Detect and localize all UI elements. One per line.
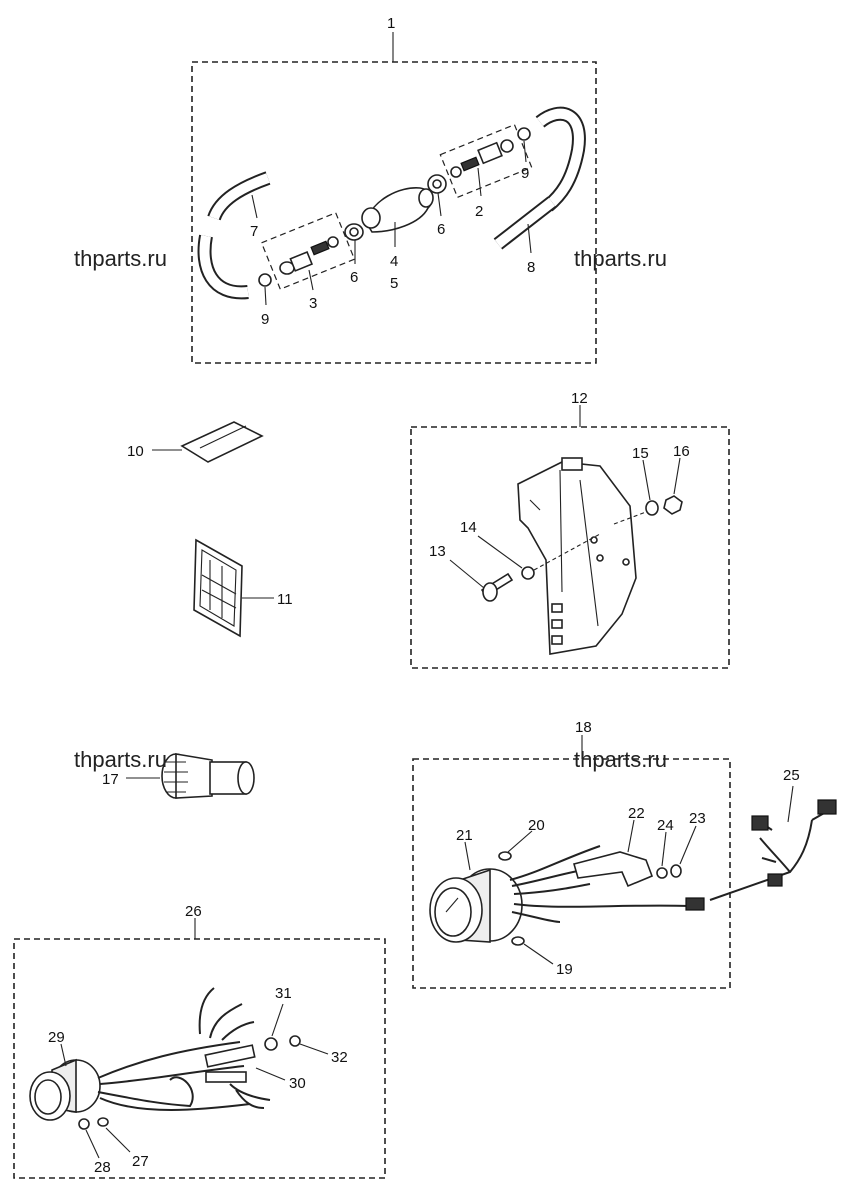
callout-21: 21 bbox=[456, 827, 473, 844]
clamp-9-left bbox=[258, 273, 272, 287]
fuel-line-box bbox=[191, 61, 597, 364]
fuel-line-group bbox=[191, 32, 597, 364]
nut-32 bbox=[289, 1035, 301, 1047]
nut-23 bbox=[670, 864, 682, 878]
callout-2: 2 bbox=[475, 203, 483, 220]
watermark-2: thparts.ru bbox=[574, 246, 667, 271]
callout-11: 11 bbox=[277, 591, 293, 608]
harness-25 bbox=[709, 811, 827, 901]
callout-13: 13 bbox=[429, 543, 446, 560]
watermark-1: thparts.ru bbox=[74, 246, 167, 271]
callout-28: 28 bbox=[94, 1159, 111, 1176]
callout-3: 3 bbox=[309, 295, 317, 312]
bracket-22 bbox=[573, 851, 654, 888]
washer-14 bbox=[521, 566, 535, 580]
hose-fitting-17 bbox=[126, 753, 255, 799]
callout-8: 8 bbox=[527, 259, 535, 276]
callout-17: 17 bbox=[102, 771, 119, 788]
connector-2-box bbox=[439, 123, 533, 199]
nut-16 bbox=[663, 495, 683, 515]
callout-12: 12 bbox=[571, 390, 588, 407]
washer-31 bbox=[264, 1037, 278, 1051]
callout-25: 25 bbox=[783, 767, 800, 784]
callout-9a: 9 bbox=[261, 311, 269, 328]
callout-22: 22 bbox=[628, 805, 645, 822]
callout-20: 20 bbox=[528, 817, 545, 834]
gauge-box bbox=[13, 938, 386, 1179]
watermark-4: thparts.ru bbox=[574, 747, 667, 772]
callout-29: 29 bbox=[48, 1029, 65, 1046]
gauge-group bbox=[13, 918, 386, 1179]
callout-18: 18 bbox=[575, 719, 592, 736]
washer-24 bbox=[656, 867, 668, 879]
label-card-11 bbox=[193, 538, 274, 638]
callout-5: 5 bbox=[390, 275, 398, 292]
callout-15: 15 bbox=[632, 445, 649, 462]
callout-23: 23 bbox=[689, 810, 706, 827]
pouch-10 bbox=[152, 421, 264, 463]
bracket-30 bbox=[204, 1044, 256, 1068]
tach-box bbox=[412, 758, 731, 989]
clip-28 bbox=[78, 1118, 90, 1130]
callout-6a: 6 bbox=[350, 269, 358, 286]
watermark-3: thparts.ru bbox=[74, 747, 167, 772]
bracket-group bbox=[410, 405, 730, 669]
callout-19: 19 bbox=[556, 961, 573, 978]
callout-30: 30 bbox=[289, 1075, 306, 1092]
callout-4: 4 bbox=[390, 253, 398, 270]
tach-group bbox=[412, 735, 837, 989]
bracket-12 bbox=[517, 461, 637, 655]
callout-10: 10 bbox=[127, 443, 144, 460]
callout-14: 14 bbox=[460, 519, 477, 536]
callout-7: 7 bbox=[250, 223, 258, 240]
clip-27 bbox=[97, 1117, 109, 1127]
callout-1: 1 bbox=[387, 15, 395, 32]
washer-15 bbox=[645, 500, 659, 516]
callout-27: 27 bbox=[132, 1153, 149, 1170]
clip-20 bbox=[498, 851, 512, 861]
callout-26: 26 bbox=[185, 903, 202, 920]
callout-16: 16 bbox=[673, 443, 690, 460]
connector-3-box bbox=[260, 212, 356, 290]
callout-24: 24 bbox=[657, 817, 674, 834]
callout-31: 31 bbox=[275, 985, 292, 1002]
callout-labels: 1 2 3 4 5 6 6 7 8 9 9 10 11 12 13 14 15 … bbox=[48, 15, 800, 1176]
callout-9b: 9 bbox=[521, 165, 529, 182]
clip-19 bbox=[511, 936, 525, 946]
clamp-9-right bbox=[517, 127, 531, 141]
callout-32: 32 bbox=[331, 1049, 348, 1066]
callout-6b: 6 bbox=[437, 221, 445, 238]
